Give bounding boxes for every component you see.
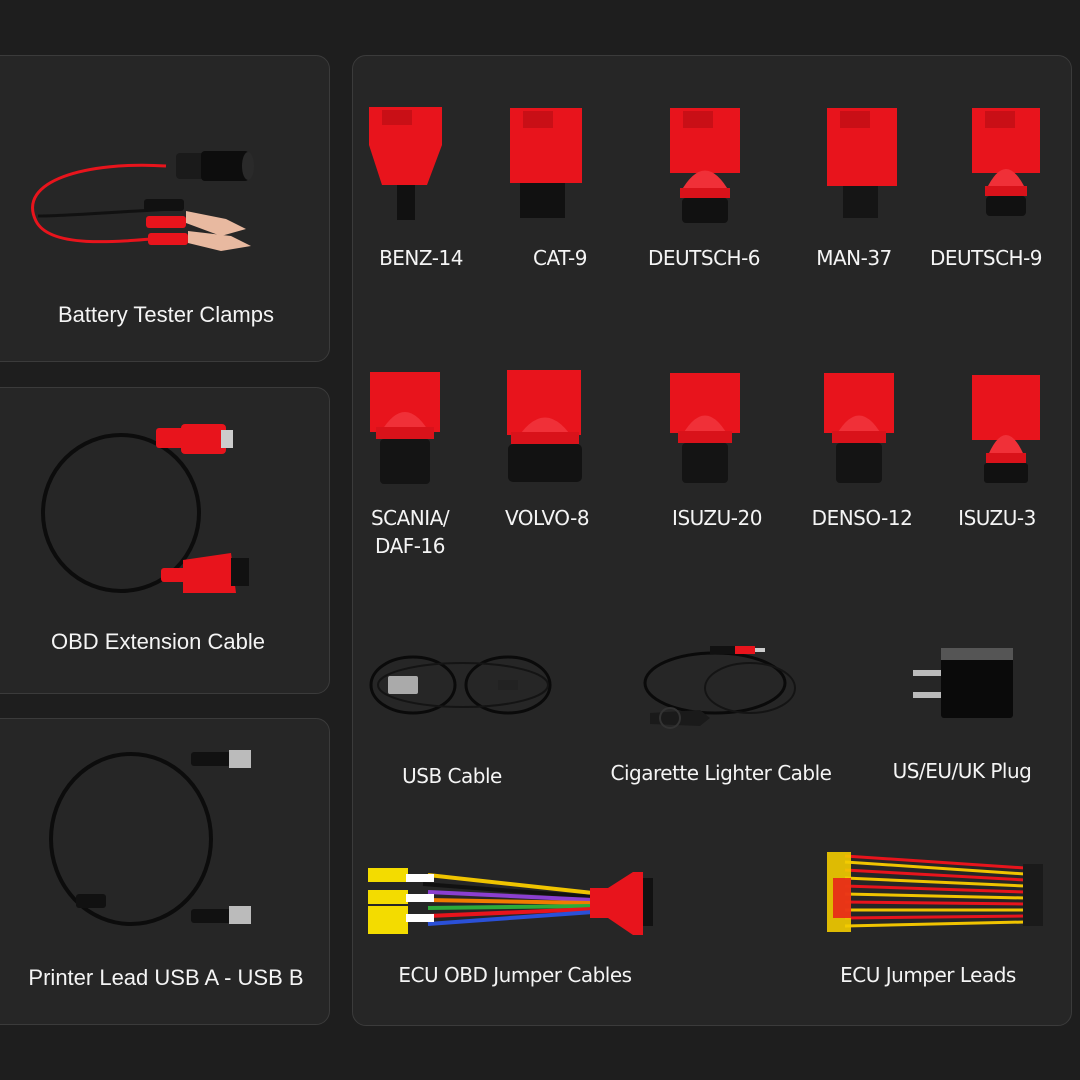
cat-9-connector-icon: [508, 108, 588, 220]
card-printer-lead: Printer Lead USB A - USB B: [0, 718, 330, 1025]
scania-daf-16-connector-icon: [368, 372, 448, 487]
adapter-label: BENZ-14: [379, 246, 463, 270]
usb-cable-icon: [368, 650, 558, 720]
item-label: Battery Tester Clamps: [57, 302, 275, 327]
ecu-jumper-leads-icon: [815, 848, 1050, 938]
adapter-label: MAN-37: [816, 246, 892, 270]
adapter-label: ISUZU-3: [958, 506, 1036, 530]
item-label: OBD Extension Cable: [51, 629, 265, 654]
card-battery-tester-clamps: Battery Tester Clamps: [0, 55, 330, 362]
adapter-label: DEUTSCH-6: [647, 246, 761, 270]
cigarette-lighter-cable-icon: [640, 638, 810, 733]
adapter-label: DENSO-12: [811, 506, 913, 530]
isuzu-20-connector-icon: [668, 373, 743, 485]
adapter-label: DEUTSCH-9: [929, 246, 1043, 270]
battery-clamps-icon: [26, 101, 286, 261]
deutsch-9-connector-icon: [970, 108, 1045, 218]
ecu-obd-jumper-cables-icon: [368, 860, 668, 940]
adapter-label: CAT-9: [533, 246, 587, 270]
adapter-label: VOLVO-8: [504, 506, 590, 530]
adapter-label: ISUZU-20: [672, 506, 762, 530]
adapter-label-line2: DAF-16: [375, 534, 445, 558]
adapter-label: SCANIA/: [370, 506, 450, 530]
jumper-label: ECU Jumper Leads: [840, 963, 1016, 987]
deutsch-6-connector-icon: [668, 108, 743, 223]
card-obd-extension-cable: OBD Extension Cable: [0, 387, 330, 694]
obd-extension-cable-icon: [41, 418, 261, 608]
printer-lead-icon: [46, 744, 266, 934]
man-37-connector-icon: [825, 108, 900, 220]
isuzu-3-connector-icon: [972, 375, 1047, 485]
accessory-label: US/EU/UK Plug: [892, 759, 1032, 783]
item-label: Printer Lead USB A - USB B: [28, 965, 304, 990]
power-plug-icon: [908, 648, 1018, 720]
accessory-label: Cigarette Lighter Cable: [610, 761, 832, 785]
benz-14-connector-icon: [367, 105, 447, 220]
jumper-label: ECU OBD Jumper Cables: [398, 963, 632, 987]
accessory-label: USB Cable: [402, 764, 502, 788]
volvo-8-connector-icon: [505, 370, 585, 485]
denso-12-connector-icon: [822, 373, 897, 485]
